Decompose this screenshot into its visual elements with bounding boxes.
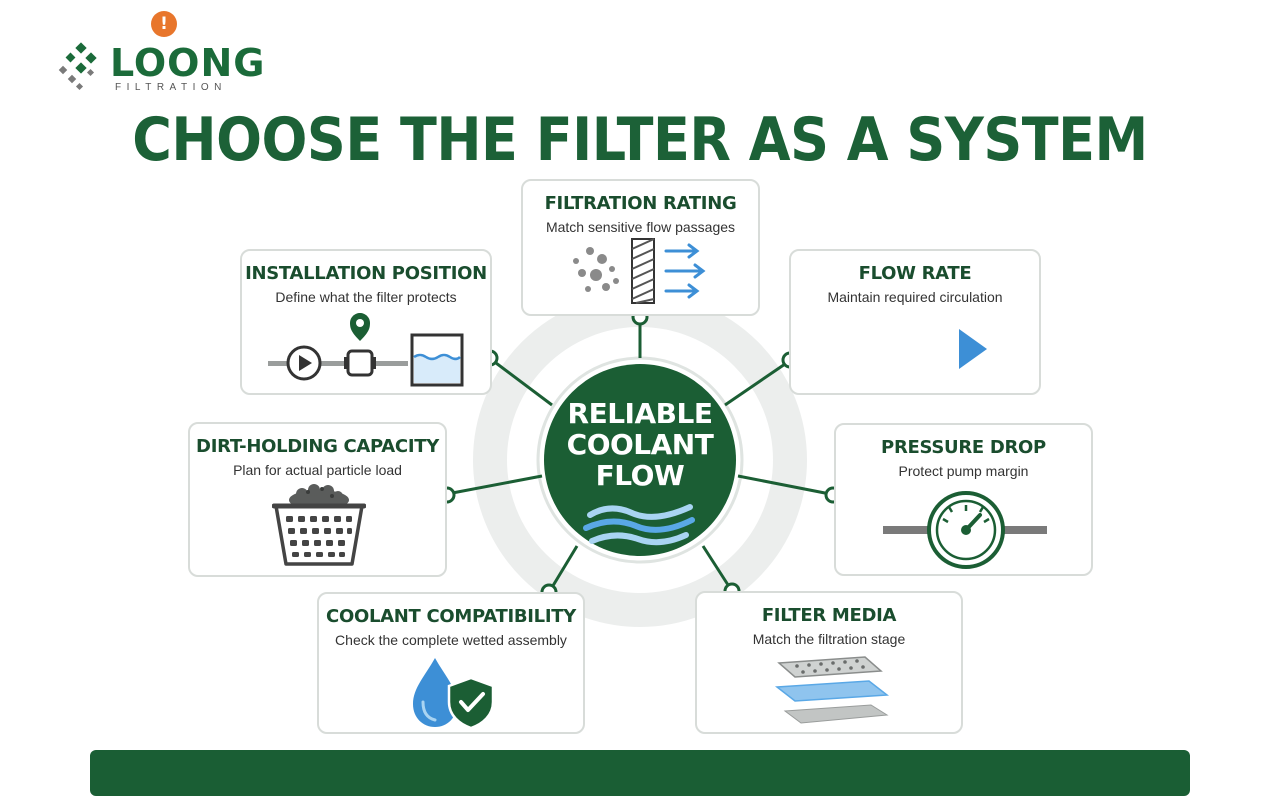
connector-installation: [491, 358, 553, 407]
factor-title: FLOW RATE: [858, 263, 972, 284]
factor-card-coolant-compatibility: COOLANT COMPATIBILITY Check the complete…: [317, 592, 585, 734]
warning-icon: !: [151, 11, 177, 37]
flow-arrow-icon: [839, 326, 987, 379]
connector-dirt-holding: [446, 474, 543, 496]
factor-card-filter-media: FILTER MEDIA Match the filtration stage: [695, 591, 963, 734]
particle-filter-icon: [573, 238, 706, 304]
factor-title: FILTRATION RATING: [544, 193, 737, 214]
brand-name: LOONG: [110, 41, 266, 85]
connector-flow-rate: [724, 360, 789, 407]
factor-subtitle: Match sensitive flow passages: [545, 219, 736, 235]
factor-subtitle: Define what the filter protects: [275, 289, 457, 305]
dirt-basket-icon: [272, 484, 366, 566]
media-layers-icon: [774, 656, 890, 724]
connector-pressure-drop: [737, 474, 831, 496]
factor-card-flow-rate: FLOW RATE Maintain required circulation: [789, 249, 1041, 395]
brand-tagline: FILTRATION: [115, 82, 227, 93]
connector-coolant-compatibility: [549, 545, 579, 590]
pump-pipeline-icon: [268, 313, 464, 387]
banner-divider: [199, 10, 201, 36]
factor-title: DIRT-HOLDING CAPACITY: [196, 436, 439, 457]
factor-title: COOLANT COMPATIBILITY: [326, 606, 576, 627]
brand-logo: LOONG FILTRATION: [55, 40, 285, 100]
factor-subtitle: Plan for actual particle load: [233, 462, 402, 478]
water-waves-icon: [583, 504, 695, 546]
factor-subtitle: Maintain required circulation: [827, 289, 1003, 305]
factor-subtitle: Protect pump margin: [898, 463, 1029, 479]
factor-card-filtration-rating: FILTRATION RATING Match sensitive flow p…: [521, 179, 760, 316]
page-title: CHOOSE THE FILTER AS A SYSTEM: [132, 104, 1148, 175]
banner-text: The smallest micron rating is not automa…: [218, 11, 995, 35]
logo-mark-icon: [58, 42, 97, 91]
warning-banner: [90, 750, 1190, 796]
connector-filter-media: [701, 545, 732, 589]
factor-subtitle: Match the filtration stage: [752, 631, 906, 647]
factor-card-dirt-holding-capacity: DIRT-HOLDING CAPACITY Plan for actual pa…: [188, 422, 447, 577]
droplet-shield-icon: [413, 658, 495, 730]
factor-card-pressure-drop: PRESSURE DROP Protect pump margin: [834, 423, 1093, 576]
hub-label: RELIABLE COOLANT FLOW: [566, 397, 714, 492]
factor-card-installation-position: INSTALLATION POSITION Define what the fi…: [240, 249, 492, 395]
factor-title: PRESSURE DROP: [881, 437, 1046, 458]
factor-title: INSTALLATION POSITION: [245, 263, 487, 284]
pressure-gauge-icon: [883, 491, 1047, 569]
factor-subtitle: Check the complete wetted assembly: [335, 632, 567, 648]
factor-title: FILTER MEDIA: [761, 605, 897, 626]
